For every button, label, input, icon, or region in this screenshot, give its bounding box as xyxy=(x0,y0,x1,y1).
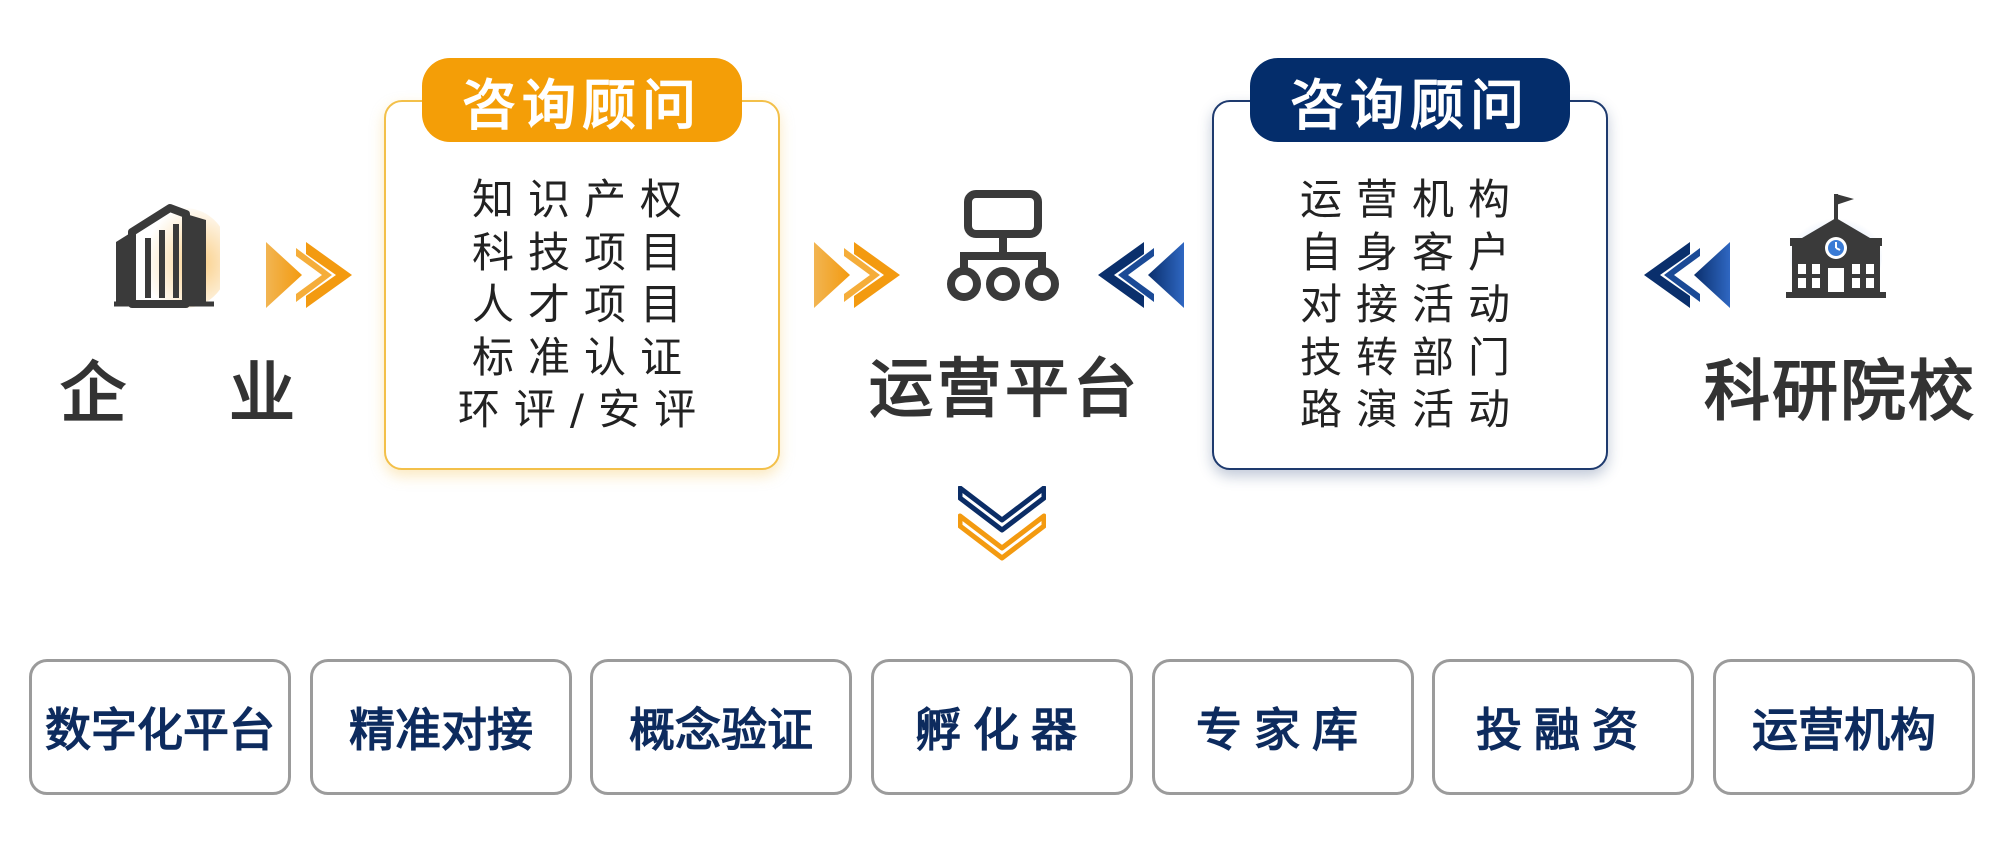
list-item: 自身客户 xyxy=(1299,227,1524,277)
list-item: 知识产权 xyxy=(471,175,696,224)
consulting-items-left: 知识产权 科技项目 人才项目 标准认证 环评/安评 xyxy=(386,174,782,437)
bottom-item-concept-verification: 概念验证 xyxy=(590,659,852,795)
enterprise-label: 企 业 xyxy=(60,355,335,432)
enterprise-icon xyxy=(110,198,230,310)
org-hierarchy-icon xyxy=(947,190,1059,301)
office-building-icon xyxy=(114,204,230,308)
list-item: 环评/安评 xyxy=(457,385,711,434)
platform-label: 运营平台 xyxy=(869,353,1141,427)
consulting-items-right: 运营机构 自身客户 对接活动 技转部门 路演活动 xyxy=(1214,174,1610,437)
double-chevron-left-icon xyxy=(1098,242,1184,312)
double-chevron-left-icon xyxy=(1644,242,1730,312)
bottom-item-incubator: 孵化器 xyxy=(871,659,1133,795)
consulting-title-left: 咨询顾问 xyxy=(422,58,742,142)
bottom-item-operating-institution: 运营机构 xyxy=(1713,659,1975,795)
school-building-icon xyxy=(1786,194,1886,298)
list-item: 人才项目 xyxy=(471,280,696,329)
research-institute-icon xyxy=(1784,190,1888,306)
consulting-card-right: 运营机构 自身客户 对接活动 技转部门 路演活动 xyxy=(1212,100,1608,470)
list-item: 标准认证 xyxy=(471,332,696,382)
consulting-title-right: 咨询顾问 xyxy=(1250,58,1570,142)
platform-icon xyxy=(944,190,1062,306)
research-institute-label: 科研院校 xyxy=(1704,353,1976,430)
bottom-item-digital-platform: 数字化平台 xyxy=(29,659,291,795)
list-item: 对接活动 xyxy=(1299,280,1524,329)
bottom-item-expert-pool: 专家库 xyxy=(1152,659,1414,795)
bottom-item-investment-financing: 投融资 xyxy=(1432,659,1694,795)
list-item: 技转部门 xyxy=(1299,332,1524,382)
list-item: 科技项目 xyxy=(471,227,696,277)
double-chevron-right-icon xyxy=(266,242,352,312)
bottom-item-precise-matching: 精准对接 xyxy=(310,659,572,795)
list-item: 路演活动 xyxy=(1299,385,1524,434)
double-chevron-right-icon xyxy=(814,242,900,312)
double-chevron-down-icon xyxy=(957,485,1047,566)
consulting-card-left: 知识产权 科技项目 人才项目 标准认证 环评/安评 xyxy=(384,100,780,470)
list-item: 运营机构 xyxy=(1299,175,1524,224)
